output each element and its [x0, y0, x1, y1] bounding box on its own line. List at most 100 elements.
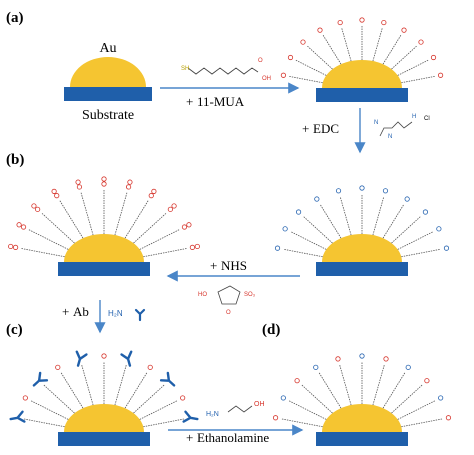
alkyl-chain	[397, 400, 436, 420]
substrate-base	[58, 262, 150, 276]
electrode-ethanolamine	[272, 353, 452, 446]
head-group	[274, 245, 281, 251]
alkyl-chain	[382, 35, 402, 65]
head-group	[436, 226, 442, 232]
gold-dome	[64, 404, 144, 432]
alkyl-chain	[133, 384, 165, 414]
au-label: Au	[99, 41, 116, 56]
head-group	[404, 196, 410, 202]
panel-label-d: (d)	[262, 322, 280, 338]
alkyl-chain	[307, 45, 333, 70]
nhs-ester-ring	[16, 222, 22, 228]
head-group	[335, 356, 341, 362]
nhs-ester-ring	[101, 176, 107, 182]
head-group	[20, 224, 27, 230]
alkyl-chain	[295, 59, 327, 76]
nhs-ho: HO	[198, 292, 207, 298]
head-group	[401, 27, 407, 33]
nhs-ester-ring	[51, 188, 57, 194]
head-group	[22, 395, 28, 401]
head-group	[280, 72, 287, 78]
alkyl-chain	[302, 215, 333, 244]
head-group	[313, 364, 319, 370]
alkyl-chain	[60, 372, 84, 409]
gold-dome	[64, 234, 144, 262]
nhs-molecule: HO SO₃ O	[198, 285, 256, 316]
substrate-base	[316, 262, 408, 276]
alkyl-chain	[288, 400, 327, 420]
nhs-ester-ring	[186, 222, 192, 228]
head-group	[300, 39, 306, 45]
head-group	[418, 39, 424, 45]
nhs-ester-ring	[194, 243, 200, 250]
head-group	[294, 378, 300, 384]
head-group	[280, 395, 286, 401]
y-antibody-icon	[120, 350, 133, 367]
y-antibody-icon	[182, 410, 199, 423]
head-group	[181, 224, 188, 230]
ab-amine-label: H₂N	[108, 309, 123, 318]
substrate-label: Substrate	[82, 108, 134, 123]
head-group	[189, 244, 196, 250]
alkyl-chain	[21, 248, 65, 258]
plus-mua: +	[186, 94, 193, 109]
alkyl-chain	[391, 384, 423, 414]
alkyl-chain	[281, 418, 323, 428]
alkyl-chain	[28, 229, 69, 250]
head-group	[287, 54, 294, 61]
step-mua-label: 11-MUA	[197, 94, 245, 109]
head-group	[167, 206, 173, 212]
alkyl-chain	[322, 35, 342, 65]
nhs-so3: SO₃	[244, 292, 256, 298]
y-antibody-icon	[32, 371, 49, 387]
head-group	[335, 188, 342, 194]
alkyl-chain	[339, 364, 352, 406]
ethanolamine-molecule: H₂N OH	[206, 401, 265, 418]
plus-ethanolamine: +	[186, 430, 193, 445]
sh-label: SH	[181, 66, 189, 72]
plus-edc: +	[302, 121, 309, 136]
step-edc-label: EDC	[313, 121, 339, 136]
head-group	[317, 27, 323, 33]
alkyl-chain	[372, 28, 383, 62]
head-group	[382, 188, 389, 194]
head-group	[147, 364, 153, 370]
alkyl-chain	[114, 192, 128, 236]
head-group	[76, 184, 83, 190]
y-antibody-icon	[9, 410, 26, 423]
alkyl-chain	[23, 418, 65, 428]
oh-label: OH	[262, 76, 271, 82]
gold-dome	[322, 234, 402, 262]
alkyl-chain	[81, 364, 94, 406]
head-group	[101, 353, 107, 359]
substrate-base	[316, 432, 408, 446]
head-group	[359, 185, 365, 191]
mua-molecule: SH O OH	[181, 58, 271, 82]
head-group	[337, 19, 343, 26]
head-group	[383, 356, 389, 362]
electrode-ab	[9, 350, 199, 446]
edc-n2: N	[388, 134, 392, 140]
head-group	[359, 17, 365, 23]
head-group	[424, 378, 430, 384]
alkyl-chain	[139, 229, 180, 250]
step-ethanolamine-label: Ethanolamine	[197, 430, 269, 445]
alkyl-chain	[30, 400, 69, 420]
electrode-edc	[274, 185, 450, 276]
alkyl-chain	[372, 196, 385, 236]
head-group	[35, 206, 41, 212]
head-group	[282, 226, 288, 232]
nhs-ester-ring	[75, 179, 81, 185]
alkyl-chain	[143, 418, 185, 428]
alkyl-chain	[283, 248, 323, 258]
head-group	[125, 184, 132, 190]
alkyl-chain	[382, 203, 405, 239]
head-group	[272, 415, 279, 421]
alkyl-chain	[139, 400, 178, 420]
substrate-base	[58, 432, 150, 446]
y-antibody-icon	[75, 350, 88, 367]
head-group	[314, 196, 320, 202]
plus-nhs: +	[210, 258, 217, 273]
ethanolamine-oh: OH	[254, 401, 265, 408]
